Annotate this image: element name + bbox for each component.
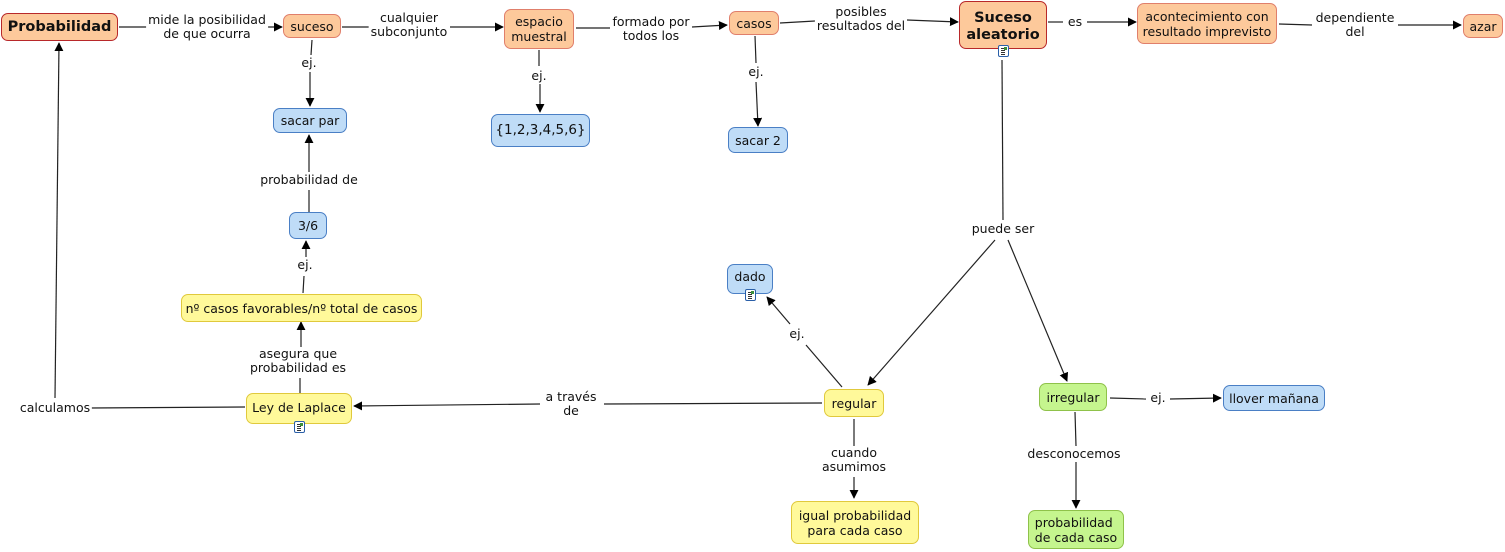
concept-probabilidad[interactable]: Probabilidad [1,13,118,41]
concept-label: dado [734,269,766,284]
edge-regular-ej [805,344,843,388]
edge-formula-ej [302,275,305,294]
link-dependiente: dependiente del [1313,10,1397,39]
concept-label: nº casos favorables/nº total de casos [185,300,418,316]
concept-formula[interactable]: nº casos favorables/nº total de casos [181,294,422,322]
concept-sacar-par[interactable]: sacar par [273,108,347,133]
concept-label: igual probabilidad para cada caso [798,507,912,538]
edge-formado-casos [691,20,728,30]
concept-sacar-2[interactable]: sacar 2 [728,127,788,153]
link-ej-suceso: ej. [299,55,319,70]
concept-suceso-aleatorio[interactable]: Suceso aleatorio [959,1,1047,57]
edge-casos-posibles [779,20,816,24]
edge-regular-a-traves [603,402,823,405]
concept-label: irregular [1046,389,1100,405]
link-mide: mide la posibilidad de que ocurra [146,12,268,41]
link-a-traves: a través de [543,389,599,418]
concept-fraccion[interactable]: 3/6 [289,212,327,239]
concept-conjunto[interactable]: {1,2,3,4,5,6} [491,114,590,147]
link-asegura: asegura que probabilidad es [247,346,349,375]
concept-label: Probabilidad [7,18,112,35]
link-puede-ser: puede ser [969,221,1037,236]
concept-label: espacio muestral [511,14,567,44]
link-ej-irregular: ej. [1148,390,1168,405]
edge-laplace-calculamos [89,406,246,409]
concept-label: sacar par [280,113,340,128]
resource-icon[interactable] [744,289,756,301]
edge-ej-sacar-2 [753,81,763,127]
edge-acontecimiento-dependiente [1278,23,1313,26]
link-desconocemos: desconocemos [1025,446,1123,461]
edge-posibles-suceso-aleatorio [906,17,959,27]
link-cuando: cuando asumimos [819,445,889,474]
edge-calculamos-probabilidad [54,42,64,399]
concept-irregular[interactable]: irregular [1039,383,1107,411]
link-formado: formado por todos los [610,14,692,43]
edge-puede-ser-irregular [1007,239,1069,382]
edge-casos-ej [754,35,757,64]
concept-dado[interactable]: dado [727,264,773,301]
edge-irregular-ej [1109,397,1147,400]
concept-label: {1,2,3,4,5,6} [495,122,586,138]
concept-suceso[interactable]: suceso [283,14,341,38]
concept-azar[interactable]: azar [1463,14,1503,38]
concept-espacio-muestral[interactable]: espacio muestral [504,9,574,49]
edge-suceso-ej [310,39,313,56]
concept-label: sacar 2 [735,132,781,148]
concept-label: acontecimiento con resultado imprevisto [1142,8,1272,39]
concept-label: probabilidad de cada caso [1034,514,1118,545]
edge-a-traves-laplace [353,401,541,411]
link-cualquier: cualquier subconjunto [368,10,450,39]
edge-suceso-aleatorio-puede-ser [1001,59,1004,221]
concept-label: Suceso aleatorio [966,10,1040,43]
concept-label: regular [831,395,877,411]
link-es: es [1065,14,1085,29]
link-ej-formula: ej. [295,257,315,272]
concept-regular[interactable]: regular [824,389,884,417]
concept-label: suceso [290,18,334,34]
concept-label: azar [1469,18,1497,34]
link-ej-regular: ej. [787,326,807,341]
edge-irregular-desconocemos [1074,411,1077,447]
link-prob-de: probabilidad de [258,172,360,187]
concept-igual-prob[interactable]: igual probabilidad para cada caso [791,501,919,544]
concept-label: 3/6 [297,218,319,233]
resource-icon[interactable] [293,421,305,433]
link-ej-espacio: ej. [529,68,549,83]
edge-puede-ser-regular [867,239,996,386]
concept-ley-laplace[interactable]: Ley de Laplace [246,393,352,433]
concept-label: casos [736,15,772,31]
edge-ej-llover [1169,393,1222,403]
concept-label: Ley de Laplace [252,400,346,415]
resource-icon[interactable] [997,45,1009,57]
concept-acontecimiento[interactable]: acontecimiento con resultado imprevisto [1137,3,1277,44]
concept-casos[interactable]: casos [729,11,779,35]
link-posibles: posibles resultados del [814,4,908,33]
concept-label: llover mañana [1229,390,1319,406]
link-calculamos: calculamos [17,400,93,415]
concept-prob-cada-caso[interactable]: probabilidad de cada caso [1028,510,1124,549]
edge-ej-dado [766,296,791,325]
concept-llover[interactable]: llover mañana [1223,385,1325,411]
link-ej-casos: ej. [746,64,766,79]
